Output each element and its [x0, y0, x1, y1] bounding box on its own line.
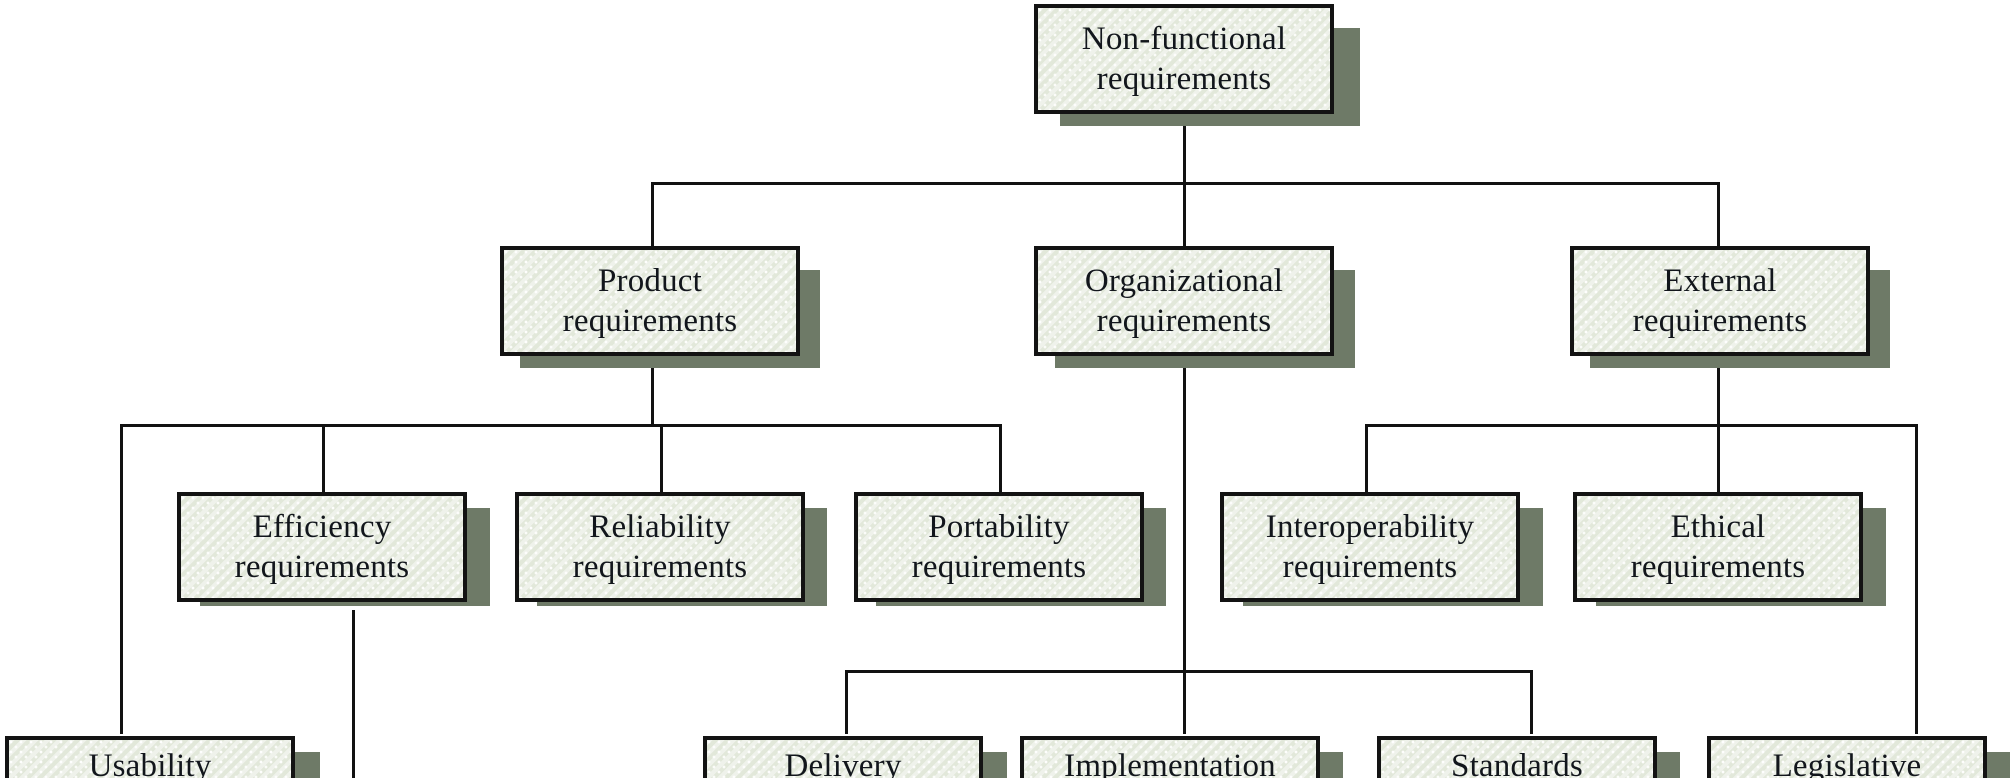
connector-product-stem — [651, 360, 654, 426]
node-label: Organizational requirements — [1079, 261, 1289, 342]
connector-organizational-trunk — [1183, 360, 1186, 672]
node-label: Efficiency requirements — [229, 507, 416, 588]
connector-drop-standards — [1530, 670, 1533, 734]
node-implementation-requirements[interactable]: Implementation — [1020, 736, 1320, 778]
node-delivery-requirements[interactable]: Delivery — [703, 736, 983, 778]
node-label-line1: Organizational — [1084, 262, 1284, 299]
node-label-line1: Non-functional — [1081, 20, 1287, 57]
node-label-line2: requirements — [234, 549, 410, 585]
connector-external-children-bus — [1365, 424, 1918, 427]
node-label-line2: requirements — [1632, 303, 1808, 339]
node-label: Delivery — [784, 748, 902, 778]
connector-drop-interoperability — [1365, 424, 1368, 498]
node-label: Implementation — [1064, 748, 1276, 778]
connector-drop-external — [1717, 182, 1720, 248]
node-label: Reliability requirements — [567, 507, 754, 588]
node-non-functional-requirements[interactable]: Non-functional requirements — [1034, 4, 1334, 114]
node-label-line2: requirements — [1096, 61, 1272, 97]
node-label: External requirements — [1627, 261, 1814, 342]
connector-leg-legislative-outer — [1915, 424, 1918, 734]
node-label-line2: requirements — [1096, 303, 1272, 339]
connector-drop-delivery — [845, 670, 848, 734]
connector-external-stem — [1717, 360, 1720, 426]
node-label-line1: Ethical — [1670, 508, 1766, 545]
node-usability-requirements[interactable]: Usability — [5, 736, 295, 778]
node-label: Legislative — [1772, 748, 1922, 778]
node-label-line2: requirements — [911, 549, 1087, 585]
node-label: Product requirements — [557, 261, 744, 342]
node-label: Interoperability requirements — [1260, 507, 1480, 588]
node-label-line2: requirements — [1282, 549, 1458, 585]
node-ethical-requirements[interactable]: Ethical requirements — [1573, 492, 1863, 602]
node-label-line1: External — [1663, 262, 1777, 299]
connector-drop-reliability — [660, 424, 663, 498]
node-label-line2: requirements — [562, 303, 738, 339]
connector-product-children-bus — [120, 424, 1002, 427]
node-legislative-requirements[interactable]: Legislative — [1707, 736, 1987, 778]
node-reliability-requirements[interactable]: Reliability requirements — [515, 492, 805, 602]
node-standards-requirements[interactable]: Standards — [1377, 736, 1657, 778]
connector-drop-ethical — [1717, 424, 1720, 498]
node-label-line2: requirements — [1630, 549, 1806, 585]
node-label-line1: Interoperability — [1265, 508, 1475, 545]
node-label: Ethical requirements — [1625, 507, 1812, 588]
node-interoperability-requirements[interactable]: Interoperability requirements — [1220, 492, 1520, 602]
connector-drop-organizational — [1183, 182, 1186, 248]
node-label-line1: Product — [597, 262, 703, 299]
node-organizational-requirements[interactable]: Organizational requirements — [1034, 246, 1334, 356]
node-label-line1: Reliability — [589, 508, 731, 545]
connector-drop-efficiency — [322, 424, 325, 498]
node-label: Standards — [1451, 748, 1583, 778]
node-label-line1: Efficiency — [252, 508, 392, 545]
node-label: Usability — [88, 748, 212, 778]
connector-drop-portability — [999, 424, 1002, 498]
node-label: Portability requirements — [906, 507, 1093, 588]
node-efficiency-requirements[interactable]: Efficiency requirements — [177, 492, 467, 602]
connector-drop-implementation — [1183, 670, 1186, 734]
node-label-line2: requirements — [572, 549, 748, 585]
connector-efficiency-stem — [352, 610, 355, 778]
node-product-requirements[interactable]: Product requirements — [500, 246, 800, 356]
connector-root-stem — [1183, 118, 1186, 190]
node-portability-requirements[interactable]: Portability requirements — [854, 492, 1144, 602]
connector-organizational-children-bus — [845, 670, 1533, 673]
node-external-requirements[interactable]: External requirements — [1570, 246, 1870, 356]
node-label: Non-functional requirements — [1076, 19, 1292, 100]
node-label-line1: Portability — [928, 508, 1070, 545]
connector-drop-product — [651, 182, 654, 248]
connector-leg-usability-outer — [120, 424, 123, 734]
